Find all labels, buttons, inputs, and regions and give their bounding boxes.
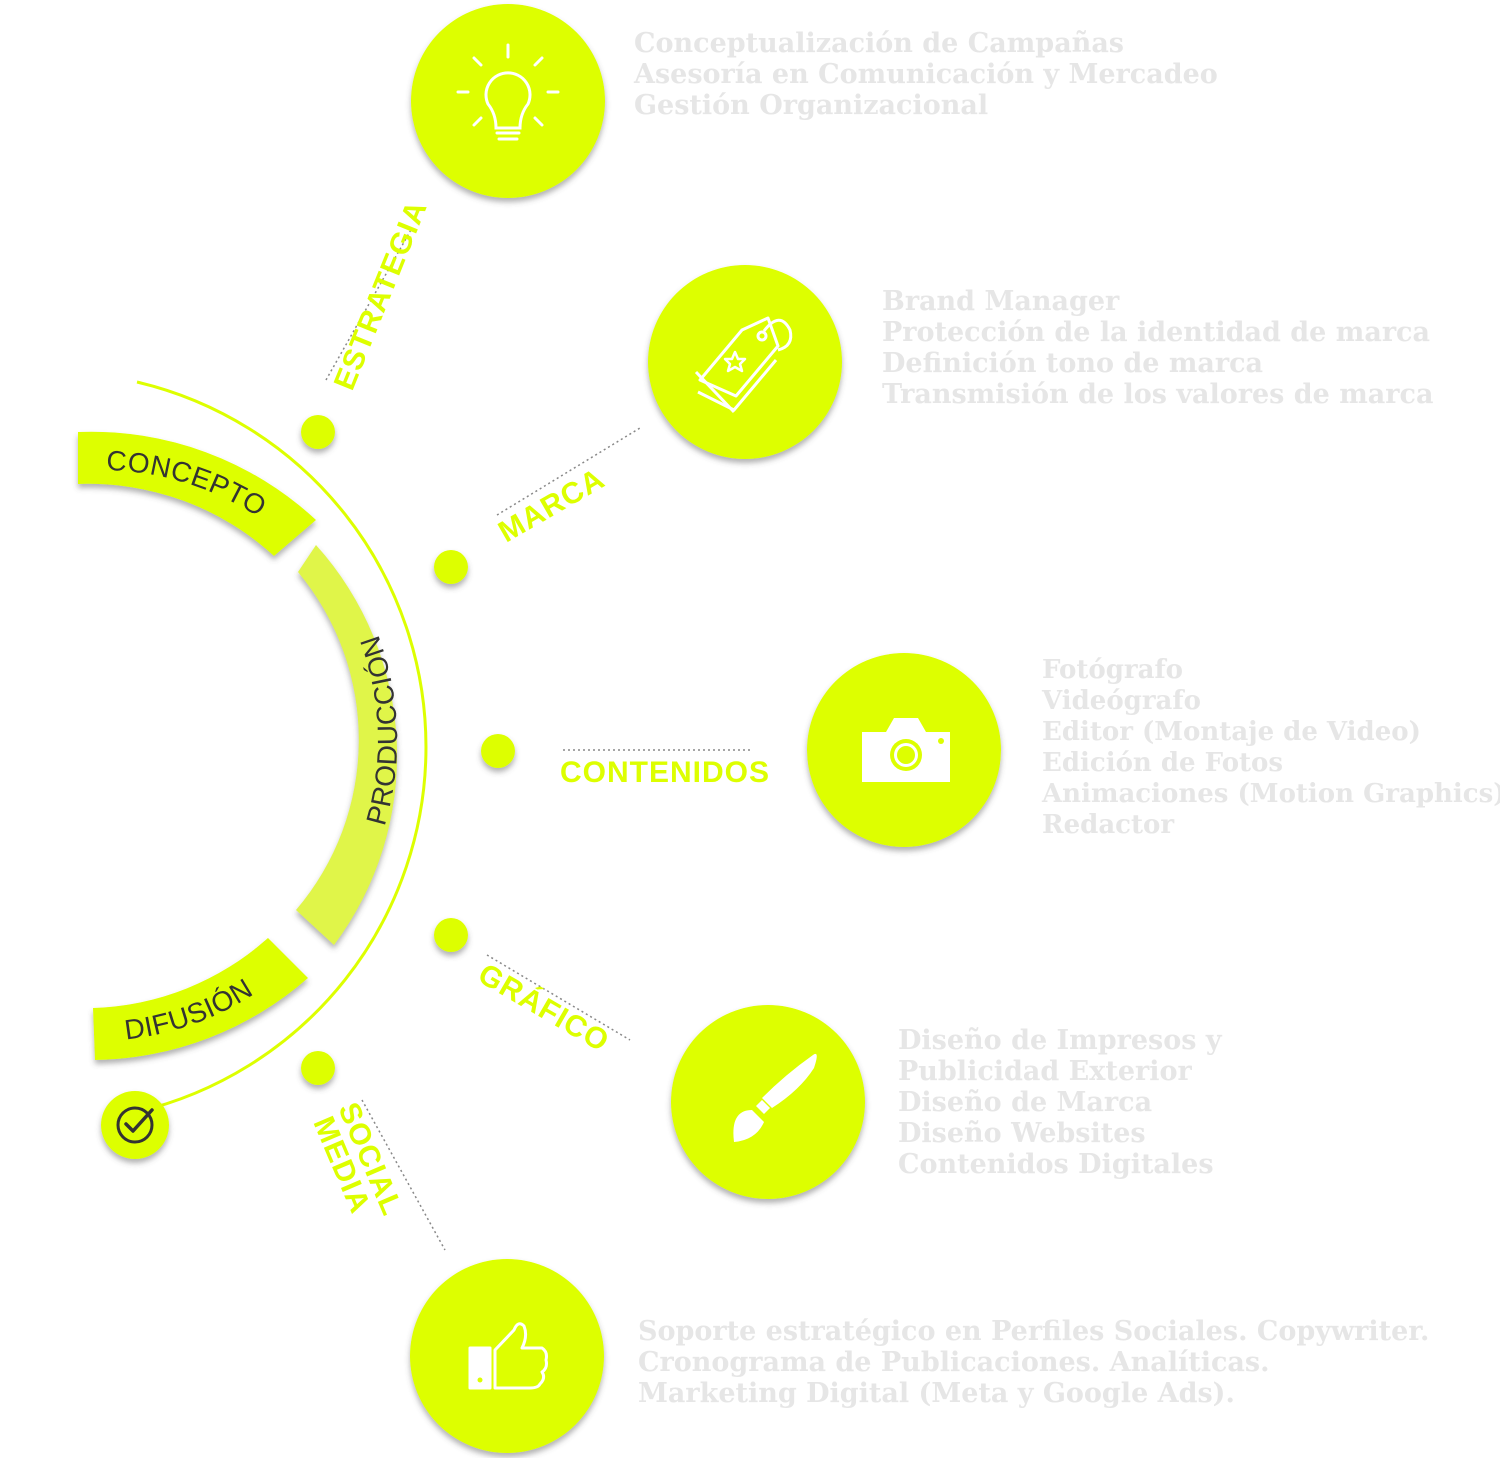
arc-dot-estrategia xyxy=(301,415,335,449)
service-circle-social xyxy=(410,1259,604,1453)
phase-band-concepto xyxy=(78,431,316,556)
service-items-contenidos: Fotógrafo Videógrafo Editor (Montaje de … xyxy=(1042,655,1500,841)
arc-dot-contenidos xyxy=(481,734,515,768)
camera-icon xyxy=(862,718,950,782)
service-item: Contenidos Digitales xyxy=(898,1149,1214,1180)
service-item: Videógrafo xyxy=(1042,686,1201,716)
service-circle-marca xyxy=(648,265,842,459)
service-item: Edición de Fotos xyxy=(1042,748,1284,778)
service-item: Protección de la identidad de marca xyxy=(882,317,1430,348)
price-tag-icon xyxy=(694,316,793,414)
service-item: Asesoría en Comunicación y Mercadeo xyxy=(634,59,1218,90)
service-items-grafico: Diseño de Impresos y Publicidad Exterior… xyxy=(898,1025,1222,1180)
service-items-estrategia: Conceptualización de Campañas Asesoría e… xyxy=(634,28,1218,121)
service-label-estrategia: ESTRATEGIA xyxy=(328,196,434,395)
service-item: Definición tono de marca xyxy=(882,348,1264,379)
arc-dot-marca xyxy=(434,550,468,584)
service-item: Gestión Organizacional xyxy=(634,90,989,121)
paintbrush-icon xyxy=(733,1053,817,1142)
service-item: Soporte estratégico en Perfiles Sociales… xyxy=(638,1316,1430,1347)
service-item: Publicidad Exterior xyxy=(898,1056,1192,1087)
service-item: Redactor xyxy=(1042,810,1175,840)
service-item: Transmisión de los valores de marca xyxy=(882,379,1434,410)
service-item: Editor (Montaje de Video) xyxy=(1042,717,1421,747)
arc-dot-social xyxy=(301,1051,335,1085)
service-label-marca: MARCA xyxy=(493,462,611,549)
service-item: Marketing Digital (Meta y Google Ads). xyxy=(638,1378,1235,1409)
service-item: Animaciones (Motion Graphics) xyxy=(1042,779,1500,809)
timeline-arc xyxy=(136,380,428,1114)
service-label-grafico: GRÁFICO xyxy=(473,957,616,1059)
thumbs-up-icon xyxy=(468,1322,548,1390)
service-item: Brand Manager xyxy=(882,286,1120,317)
service-item: Conceptualización de Campañas xyxy=(634,28,1125,59)
service-item: Diseño de Marca xyxy=(898,1087,1153,1118)
service-items-social: Soporte estratégico en Perfiles Sociales… xyxy=(638,1316,1429,1409)
connector-estrategia xyxy=(325,227,413,381)
service-label-contenidos: CONTENIDOS xyxy=(560,756,770,789)
service-items-marca: Brand Manager Protección de la identidad… xyxy=(882,286,1433,410)
service-item: Cronograma de Publicaciones. Analíticas. xyxy=(638,1347,1270,1378)
phase-band-difusion xyxy=(93,938,308,1060)
check-circle-icon xyxy=(101,1091,169,1159)
arc-dot-grafico xyxy=(434,918,468,952)
phase-band-produccion xyxy=(296,545,398,945)
connector-social xyxy=(361,1099,446,1251)
service-item: Fotógrafo xyxy=(1042,655,1183,685)
service-item: Diseño de Impresos y xyxy=(898,1025,1222,1056)
service-circle-estrategia xyxy=(411,4,605,198)
lightbulb-icon xyxy=(456,43,560,141)
service-item: Diseño Websites xyxy=(898,1118,1146,1149)
